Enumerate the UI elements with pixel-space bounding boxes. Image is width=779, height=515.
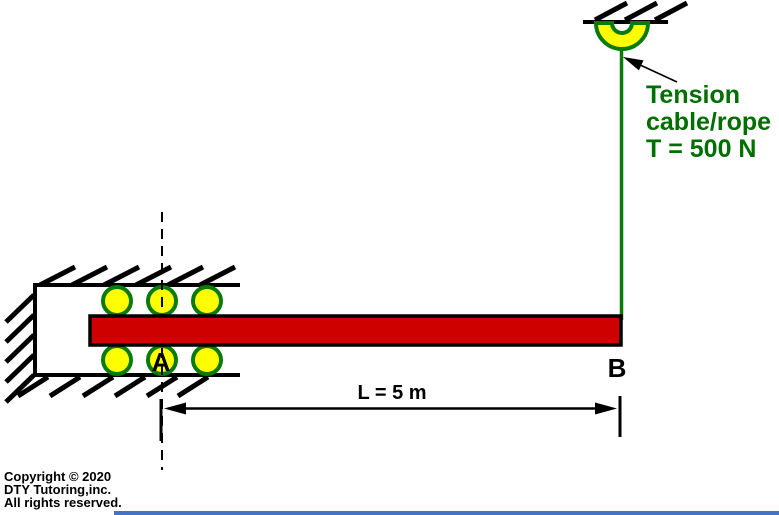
copyright-line2: DTY Tutoring,inc. [4,482,111,497]
roller-bottom-3 [191,344,223,376]
annotation-arrow [623,57,678,83]
dimension-arrowhead-left-icon [164,402,186,415]
hatching-ceiling-icon [593,0,689,23]
tension-label-line1: Tension [646,81,740,109]
tension-label-line3: T = 500 N [646,135,756,163]
hatching-top-icon [38,264,237,288]
left-support [4,264,240,404]
point-a-label: A [152,347,171,377]
copyright-line1: Copyright © 2020 [4,469,111,484]
tension-label-line2: cable/rope [646,108,771,136]
copyright-line3: All rights reserved. [4,495,122,510]
dimension-label: L = 5 m [357,382,426,404]
point-b-label: B [608,353,627,383]
dimension-arrowhead-right-icon [595,402,617,415]
hook-ring-icon [593,21,651,51]
annotation-arrow-line [640,64,678,83]
beam [88,314,623,347]
roller-bottom-1 [101,344,133,376]
annotation-arrowhead-icon [623,57,644,71]
ceiling-anchor [583,0,689,320]
roller-top-3 [191,285,223,317]
hatching-wall-icon [4,293,36,404]
roller-top-1 [101,285,133,317]
dimension: L = 5 m [159,382,622,441]
bottom-bar [114,511,779,515]
hatching-bottom-icon [16,374,210,399]
tension-annotation: Tension cable/rope T = 500 N [646,81,771,163]
footer-copyright: Copyright © 2020 DTY Tutoring,inc. All r… [4,469,122,510]
